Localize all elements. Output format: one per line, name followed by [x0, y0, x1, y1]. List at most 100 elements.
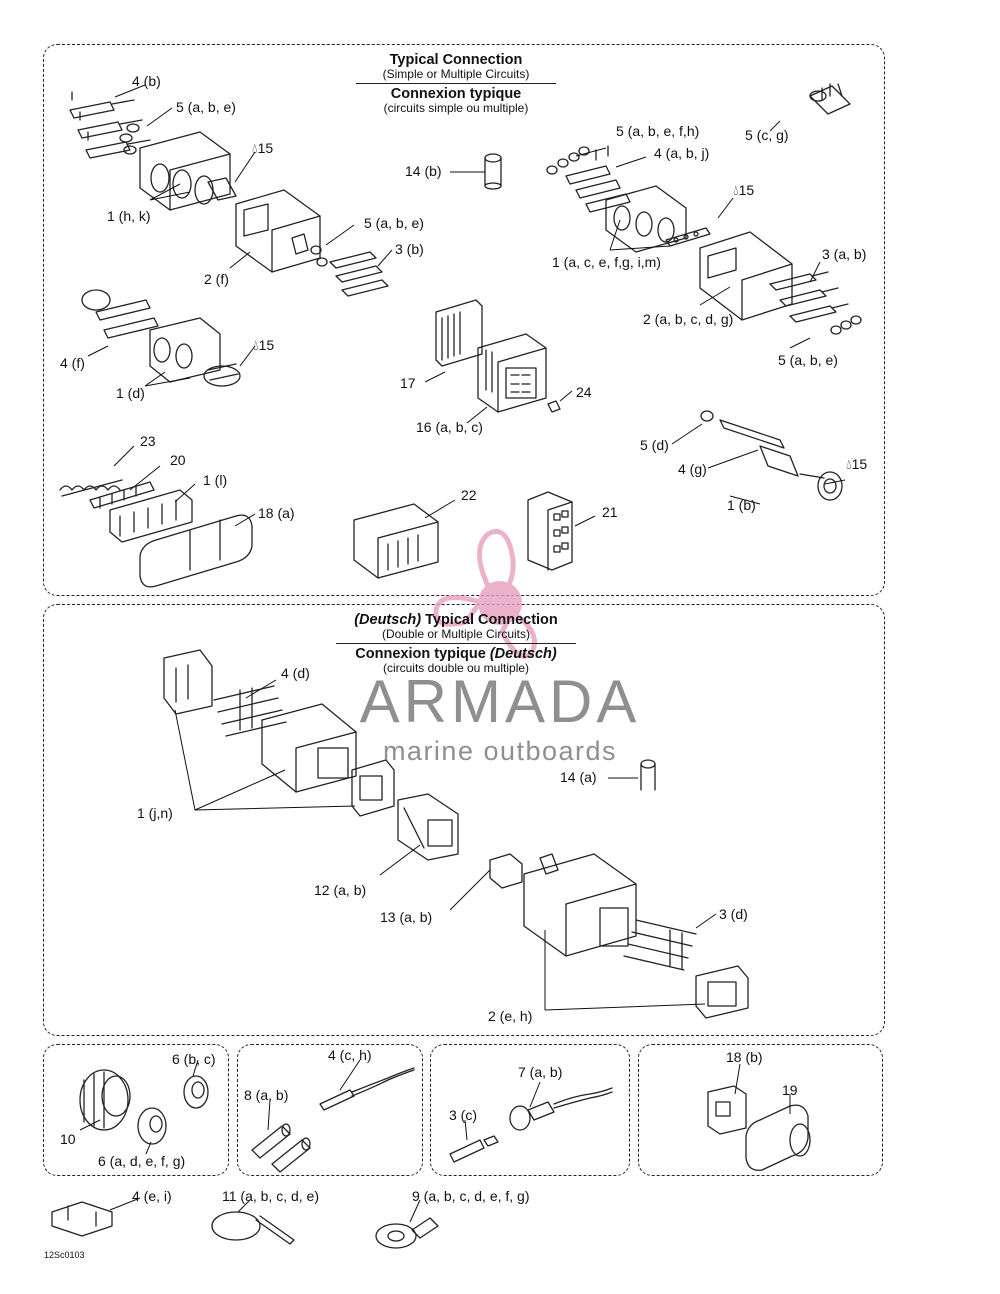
title-tag: (Deutsch) [354, 612, 422, 628]
terminal-4ei [51, 1201, 113, 1237]
callout-16abc: 16 (a, b, c) [416, 419, 483, 435]
callout-15-1: 💧︎15 [252, 140, 274, 156]
panel-typical-connection [43, 44, 885, 596]
callout-1jn: 1 (j,n) [137, 805, 173, 821]
callout-1hk: 1 (h, k) [107, 208, 151, 224]
callout-3ab: 3 (a, b) [822, 246, 867, 262]
plug-14b [484, 153, 502, 190]
callout-19: 19 [782, 1082, 798, 1098]
title-en-deutsch: (Deutsch) Typical Connection [316, 612, 596, 628]
callout-20: 20 [170, 452, 186, 468]
seal-4d-top [163, 649, 213, 715]
panel-deutsch-connection [43, 604, 885, 1036]
title-en: Typical Connection [389, 52, 523, 68]
leader-lines [79, 84, 846, 1223]
callout-4f: 4 (f) [60, 355, 85, 371]
callout-14b: 14 (b) [405, 163, 442, 179]
subtitle-en-deutsch: (Double or Multiple Circuits) [381, 627, 531, 642]
callout-2abcdg: 2 (a, b, c, d, g) [643, 311, 734, 327]
callout-4b: 4 (b) [132, 73, 161, 89]
callout-3c: 3 (c) [449, 1107, 477, 1123]
housing-1l [109, 489, 193, 543]
housing-18b [707, 1085, 747, 1135]
watermark-brand: ARMADA [359, 668, 641, 735]
callout-18b: 18 (b) [726, 1049, 763, 1065]
callout-23: 23 [140, 433, 156, 449]
callout-12ab: 12 (a, b) [314, 882, 367, 898]
plug-5cg [809, 83, 851, 115]
callout-3d: 3 (d) [719, 906, 748, 922]
seal-strip-20 [89, 481, 155, 509]
title-fr-text: Connexion typique [355, 645, 490, 662]
subtitle-fr: (circuits simple ou multiple) [383, 101, 529, 116]
connector-16-17 [435, 299, 561, 413]
pins-3ab [769, 271, 849, 323]
clip-13ab [489, 853, 523, 889]
callout-5cg: 5 (c, g) [745, 127, 789, 143]
panel-terminal [430, 1044, 630, 1176]
terminal-set-4abj [546, 145, 631, 213]
header-rule-deutsch [336, 642, 576, 644]
seal-3d-bottom [695, 965, 749, 1019]
callout-24: 24 [576, 384, 592, 400]
subtitle-fr-deutsch: (circuits double ou multiple) [382, 661, 530, 676]
callout-4g: 4 (g) [678, 461, 707, 477]
callout-22: 22 [461, 487, 477, 503]
sleeves-8ab [251, 1123, 311, 1173]
callout-21: 21 [602, 504, 618, 520]
callout-7ab: 7 (a, b) [518, 1064, 563, 1080]
housing-18a [139, 514, 253, 588]
callout-15-3: 💧︎15 [733, 182, 755, 198]
subtitle-en: (Simple or Multiple Circuits) [382, 67, 530, 82]
callout-5d: 5 (d) [640, 437, 669, 453]
callout-14a: 14 (a) [560, 769, 597, 785]
callout-15-4: 💧︎15 [846, 456, 868, 472]
plug-14a [640, 759, 656, 791]
oil-droplet-icon: 💧︎ [252, 140, 258, 156]
title-fr-deutsch: Connexion typique (Deutsch) [316, 645, 596, 662]
housing-2abcdg [699, 231, 793, 321]
terminal-set-4f [81, 289, 159, 339]
grommet-6adefg [137, 1107, 167, 1145]
oil-droplet-icon: 💧︎ [253, 337, 259, 353]
title-en-text: Typical Connection [421, 612, 558, 628]
callout-1acefgim: 1 (a, c, e, f,g, i,m) [552, 254, 661, 270]
callout-5abe-1: 5 (a, b, e) [176, 99, 236, 115]
panel-grommets [43, 1044, 229, 1176]
housing-1jn [261, 703, 395, 817]
terminal-set-4b [69, 91, 151, 159]
terminal-4ch [319, 1067, 415, 1111]
watermark-tagline: marine outboards [382, 736, 618, 766]
housing-1d [149, 317, 241, 387]
header-deutsch-connection: (Deutsch) Typical Connection (Double or … [316, 612, 596, 676]
terminal-strip-23 [59, 479, 123, 497]
callout-1b: 1 (b) [727, 497, 756, 513]
callout-4abj: 4 (a, b, j) [654, 145, 710, 161]
pin-3c [449, 1135, 499, 1163]
block-22 [353, 503, 439, 579]
panel-sleeves [237, 1044, 423, 1176]
seals-5abe-3 [830, 315, 862, 335]
callout-15-2: 💧︎15 [253, 337, 275, 353]
header-rule [356, 82, 556, 84]
grommet-6bc [183, 1075, 209, 1109]
terminals-3d [623, 919, 697, 971]
drawing-code: 12Sc0103 [44, 1250, 85, 1260]
callout-4ch: 4 (c, h) [328, 1047, 372, 1063]
callout-10: 10 [60, 1131, 76, 1147]
housing-1acefgim [605, 185, 711, 253]
callout-9abcdefg: 9 (a, b, c, d, e, f, g) [412, 1188, 530, 1204]
callout-6bc: 6 (b, c) [172, 1051, 216, 1067]
callout-1d: 1 (d) [116, 385, 145, 401]
title-fr-tag: (Deutsch) [489, 645, 557, 662]
ring-terminal-9 [375, 1217, 439, 1249]
callout-1l: 1 (l) [203, 472, 228, 488]
housing-2f [235, 189, 321, 273]
housing-1hk [139, 131, 237, 211]
callout-3b: 3 (b) [395, 241, 424, 257]
tie-11abcde [211, 1211, 295, 1245]
callout-17: 17 [400, 375, 416, 391]
housing-19 [745, 1104, 811, 1171]
callout-5abe-3: 5 (a, b, e) [778, 352, 838, 368]
pins-3b [310, 245, 389, 297]
